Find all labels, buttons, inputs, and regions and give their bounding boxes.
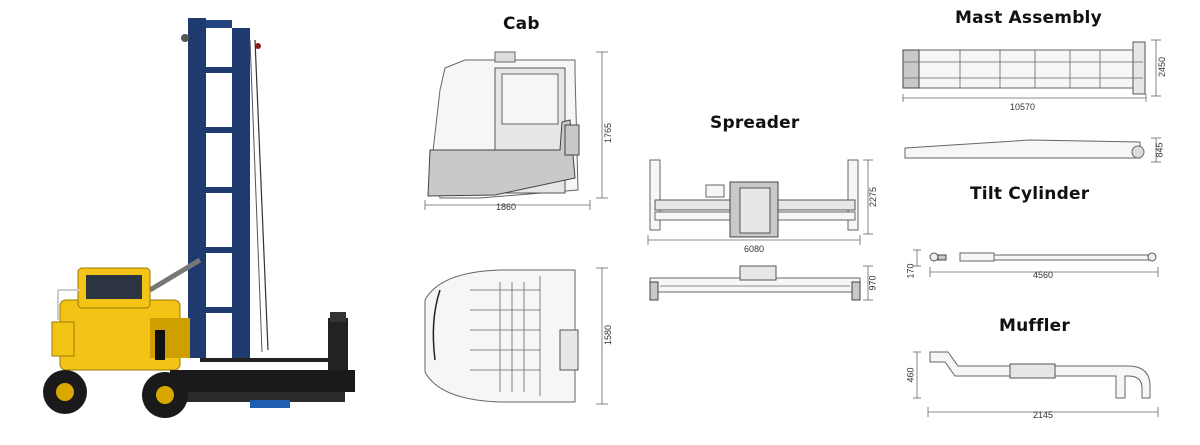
cab-side-view <box>424 51 608 210</box>
wheels <box>43 370 188 418</box>
forklift-body <box>51 267 190 371</box>
cab-title: Cab <box>503 14 540 34</box>
tilt-cylinder-length-dim: 4560 <box>1033 270 1054 280</box>
mast-top-view <box>904 137 1161 163</box>
tilt-cylinder-title: Tilt Cylinder <box>970 184 1090 204</box>
spreader-width-dim: 6080 <box>744 244 765 254</box>
spreader-top-view <box>649 265 873 301</box>
cab-width-dim: 1860 <box>496 202 517 212</box>
forklift-illustration <box>43 18 355 418</box>
tilt-cylinder-arm <box>148 257 202 293</box>
muffler-height-dim: 460 <box>905 367 916 383</box>
mast-side-view <box>902 39 1161 102</box>
cab-top-view <box>424 267 608 405</box>
mast-tower <box>181 18 269 358</box>
muffler-title: Muffler <box>999 316 1070 336</box>
muffler-length-dim: 2145 <box>1033 410 1054 420</box>
forklift-chassis <box>170 312 355 408</box>
spreader-front-view <box>647 159 873 245</box>
spreader-title: Spreader <box>710 113 800 133</box>
mast-length-dim: 10570 <box>1010 102 1036 112</box>
mast-title: Mast Assembly <box>955 8 1102 28</box>
